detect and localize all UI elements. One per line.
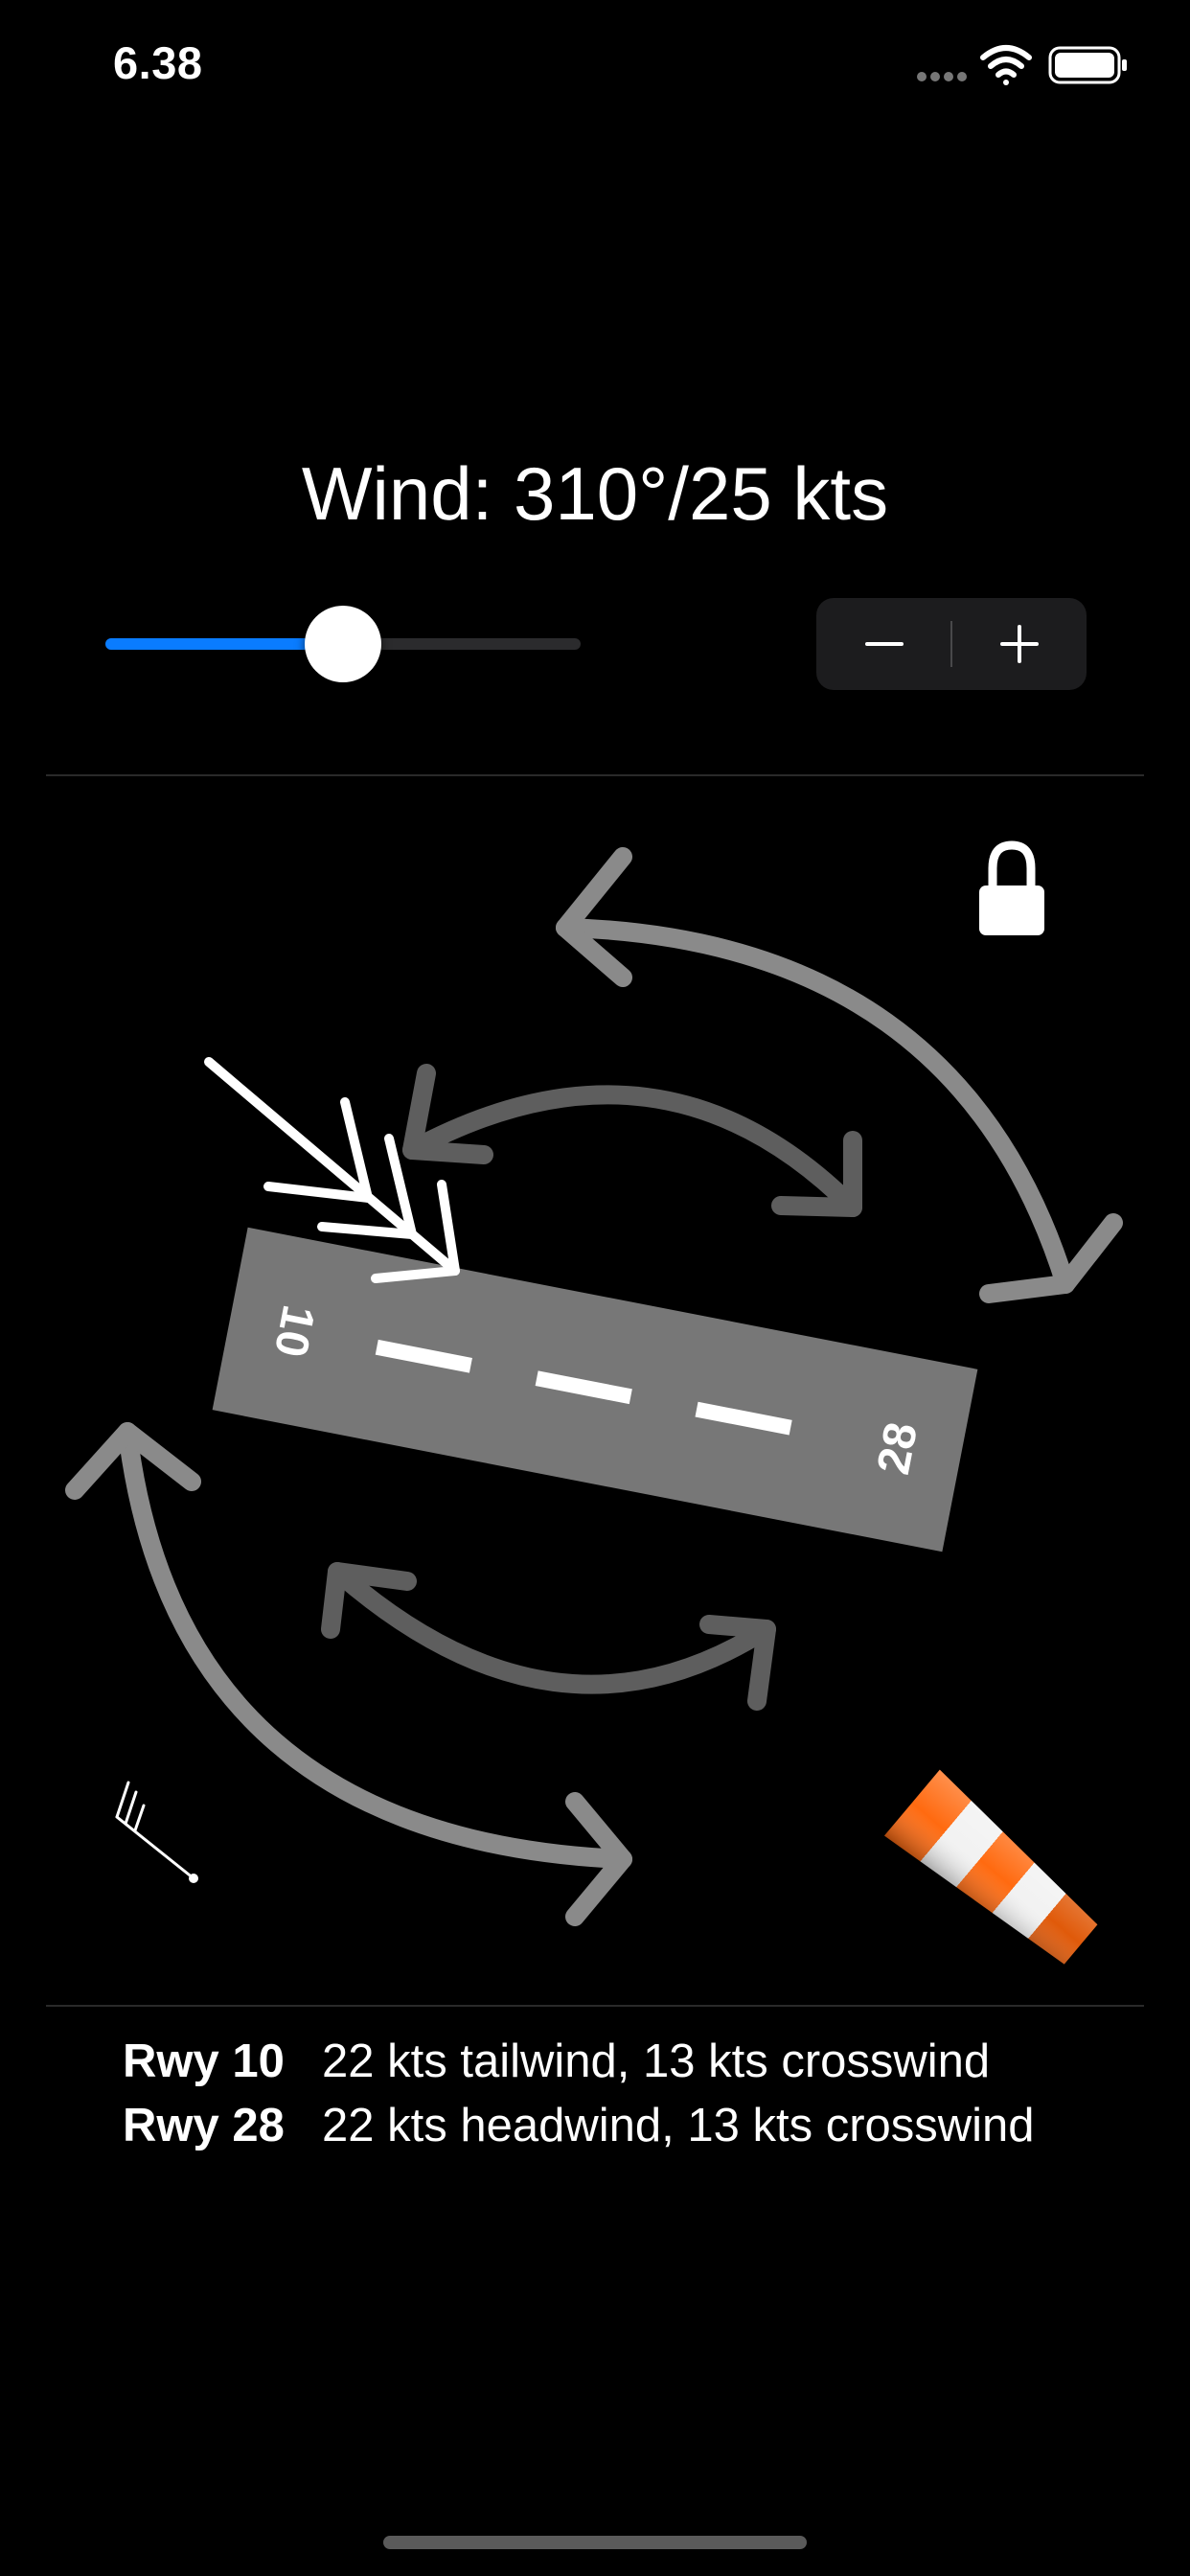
wind-barb-arrow-icon[interactable]: [204, 1057, 460, 1283]
wifi-icon: [980, 45, 1032, 85]
top-separator: [46, 774, 1144, 776]
status-time: 6.38: [113, 37, 203, 88]
wind-stepper: [816, 598, 1087, 690]
runway-diagram[interactable]: 10 28: [0, 786, 1190, 2003]
increment-button[interactable]: [951, 598, 1087, 690]
plus-icon: [999, 625, 1039, 663]
home-indicator[interactable]: [383, 2536, 807, 2549]
wind-speed-slider[interactable]: [103, 604, 583, 682]
runway[interactable]: 10 28: [212, 1227, 978, 1552]
signal-dots-icon: [917, 72, 967, 81]
runway-start-label: 10: [264, 1301, 324, 1362]
runway-label: Rwy 10: [123, 2036, 285, 2087]
bottom-separator: [46, 2005, 1144, 2007]
slider-fill: [105, 638, 343, 650]
status-bar: 6.38: [0, 0, 1190, 134]
minus-icon: [864, 642, 904, 646]
runway-28-result: Rwy 28 22 kts headwind, 13 kts crosswind: [123, 2094, 1035, 2158]
wind-component-text: 22 kts tailwind, 13 kts crosswind: [322, 2036, 991, 2087]
rotate-arrows-icon[interactable]: [65, 847, 1123, 1926]
stepper-divider: [950, 621, 952, 667]
slider-thumb[interactable]: [305, 606, 381, 682]
wind-component-text: 22 kts headwind, 13 kts crosswind: [322, 2100, 1035, 2151]
runway-10-result: Rwy 10 22 kts tailwind, 13 kts crosswind: [123, 2030, 1035, 2094]
wind-title: Wind: 310°/25 kts: [301, 451, 889, 536]
lock-icon[interactable]: [979, 840, 1044, 935]
decrement-button[interactable]: [816, 598, 951, 690]
battery-icon: [1048, 46, 1127, 84]
runway-label: Rwy 28: [123, 2100, 285, 2151]
runway-end-label: 28: [868, 1418, 927, 1479]
windsock-icon: [883, 1769, 1098, 1965]
status-icons: [903, 42, 1133, 88]
wind-barb-symbol-icon: [115, 1781, 198, 1883]
